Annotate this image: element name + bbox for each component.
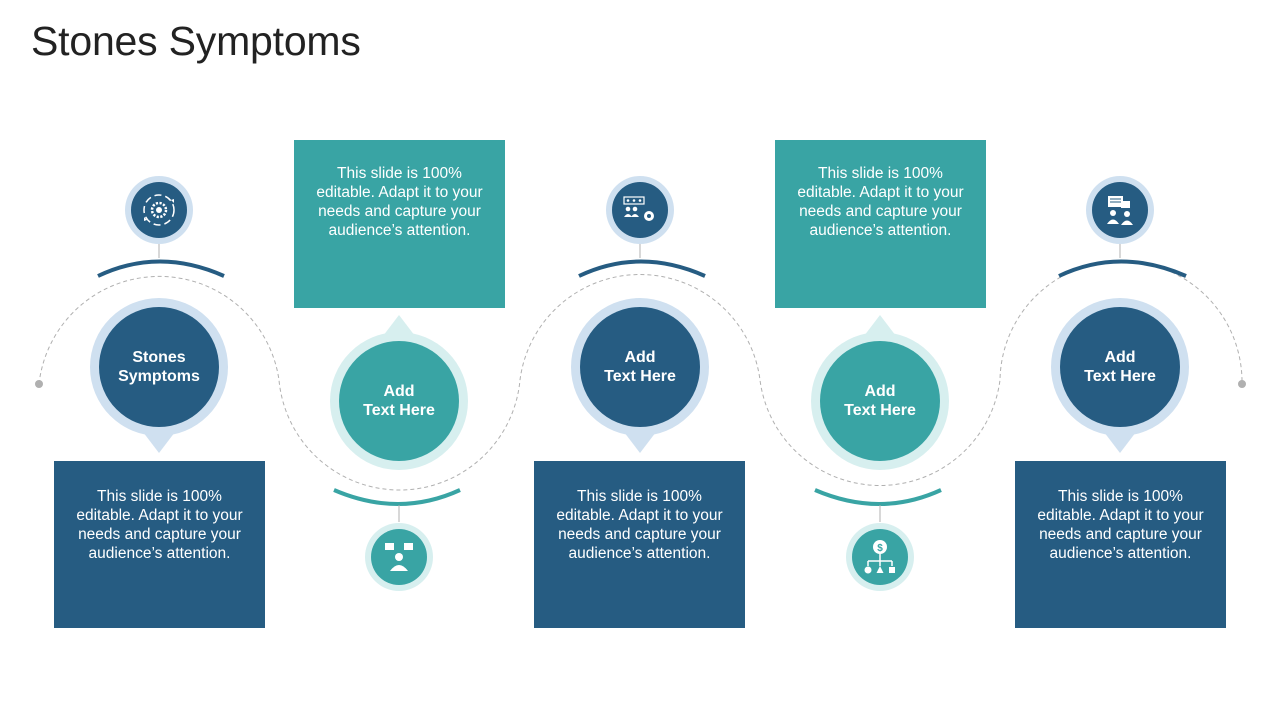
decision-person-icon xyxy=(365,523,433,591)
text-box-1: This slide is 100% editable. Adapt it to… xyxy=(54,461,265,628)
node-3-label-line1: Add xyxy=(624,349,656,366)
text-box-3: This slide is 100% editable. Adapt it to… xyxy=(534,461,745,628)
node-1-circle xyxy=(99,307,219,427)
node-3-label-line2: Text Here xyxy=(604,368,676,385)
text-box-5: This slide is 100% editable. Adapt it to… xyxy=(1015,461,1226,628)
node-3 xyxy=(571,298,709,453)
node-5-circle xyxy=(1060,307,1180,427)
arc-top-1 xyxy=(97,259,225,278)
end-dot xyxy=(1238,380,1246,388)
text-box-4: This slide is 100% editable. Adapt it to… xyxy=(775,140,986,308)
team-settings-icon xyxy=(606,176,674,244)
node-1-pointer xyxy=(143,432,175,453)
node-4-circle xyxy=(820,341,940,461)
node-5-label: Add Text Here xyxy=(1060,348,1180,386)
node-1-label-line1: Stones xyxy=(132,349,186,366)
arc-bottom-2 xyxy=(333,488,461,506)
text-box-4-text: This slide is 100% editable. Adapt it to… xyxy=(797,165,964,239)
node-3-pointer xyxy=(624,432,656,453)
dashed-connector-path xyxy=(38,260,1243,491)
node-4-label-line1: Add xyxy=(864,383,896,400)
node-2-pointer xyxy=(383,315,415,336)
start-dot xyxy=(35,380,43,388)
node-5 xyxy=(1051,298,1189,453)
text-box-1-text: This slide is 100% editable. Adapt it to… xyxy=(76,487,243,562)
text-box-5-text: This slide is 100% editable. Adapt it to… xyxy=(1037,487,1204,562)
node-4-pointer xyxy=(864,315,896,336)
node-4-label: Add Text Here xyxy=(820,382,940,420)
text-box-2: This slide is 100% editable. Adapt it to… xyxy=(294,140,505,308)
node-2-label-line2: Text Here xyxy=(363,402,435,419)
meeting-discussion-icon xyxy=(1086,176,1154,244)
node-5-pointer xyxy=(1104,432,1136,453)
arc-top-5 xyxy=(1058,259,1187,278)
text-box-2-text: This slide is 100% editable. Adapt it to… xyxy=(316,165,483,239)
node-2 xyxy=(330,315,468,470)
text-box-3-text: This slide is 100% editable. Adapt it to… xyxy=(556,487,723,562)
svg-text:$: $ xyxy=(877,543,883,554)
node-4-label-line2: Text Here xyxy=(844,402,916,419)
node-3-label: Add Text Here xyxy=(580,348,700,386)
node-2-label-line1: Add xyxy=(383,383,415,400)
node-1 xyxy=(90,298,228,453)
node-2-circle xyxy=(339,341,459,461)
node-4 xyxy=(811,315,949,470)
node-5-label-line2: Text Here xyxy=(1084,368,1156,385)
money-hierarchy-icon: $ xyxy=(846,523,914,591)
gear-cycle-icon xyxy=(125,176,193,244)
node-1-label: Stones Symptoms xyxy=(99,348,219,386)
node-1-label-line2: Symptoms xyxy=(118,368,200,385)
node-3-circle xyxy=(580,307,700,427)
arc-top-3 xyxy=(578,259,706,278)
slide-title: Stones Symptoms xyxy=(31,18,361,64)
node-2-label: Add Text Here xyxy=(339,382,459,420)
arc-bottom-4 xyxy=(814,488,942,506)
node-5-label-line1: Add xyxy=(1104,349,1136,366)
